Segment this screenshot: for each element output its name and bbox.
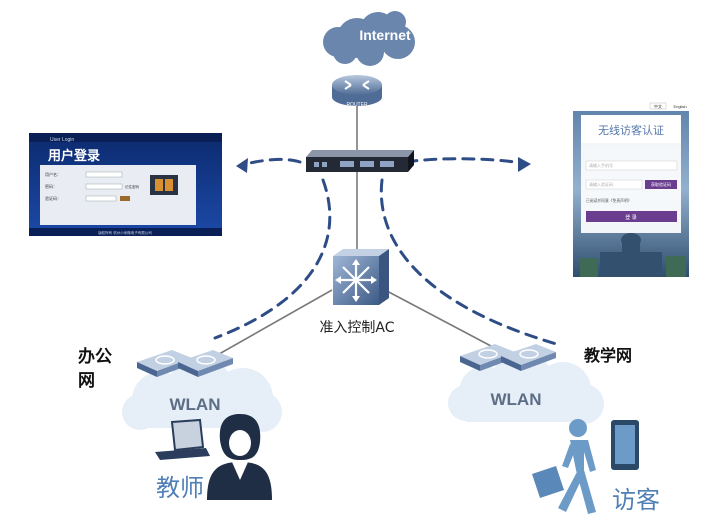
guest-auth-screen: 中文 English 无线访客认证 请输入手机号 请输入验证码 获取验证码 已阅… bbox=[573, 101, 689, 277]
teaching-access-point-icons bbox=[460, 344, 556, 371]
guest-code-placeholder: 请输入验证码 bbox=[589, 181, 613, 187]
office-wlan-label: WLAN bbox=[170, 395, 221, 414]
office-network-label-line2: 网 bbox=[78, 371, 95, 391]
login-field-captcha: 验证码： bbox=[45, 195, 61, 201]
dashed-path-teaching bbox=[379, 178, 562, 347]
teaching-wlan-label: WLAN bbox=[491, 390, 542, 409]
guest-phone-placeholder: 请输入手机号 bbox=[589, 162, 613, 168]
user-login-screen: User Login 用户登录 用户名： 密码： 记住密码 验证码： 版权所有 … bbox=[29, 133, 222, 236]
access-point-icon bbox=[178, 350, 233, 377]
guest-lang-cn: 中文 bbox=[654, 103, 662, 109]
login-captcha-image bbox=[120, 196, 130, 201]
briefcase-icon bbox=[532, 466, 564, 498]
laptop-icon bbox=[155, 418, 210, 460]
dashed-path-office bbox=[213, 178, 332, 340]
arrow-head-right bbox=[518, 157, 531, 172]
dashed-arrow-left bbox=[240, 157, 302, 167]
login-footer: 版权所有 杭州小米微电子有限公司 bbox=[98, 230, 152, 235]
office-network-label-line1: 办公 bbox=[78, 346, 112, 367]
guest-get-code: 获取验证码 bbox=[651, 181, 671, 187]
teacher-person-icon bbox=[207, 414, 272, 500]
login-remember: 记住密码 bbox=[125, 184, 139, 189]
login-field-password: 密码： bbox=[45, 183, 57, 189]
controller-label: 准入控制AC bbox=[319, 320, 394, 336]
teacher-label: 教师 bbox=[156, 474, 204, 502]
router-icon: ROUTER bbox=[332, 75, 382, 108]
gateway-device-icon bbox=[306, 150, 414, 172]
tablet-icon bbox=[611, 420, 639, 470]
campus-building-silhouette bbox=[580, 233, 686, 277]
office-access-point-icons bbox=[137, 350, 233, 377]
login-title: 用户登录 bbox=[47, 148, 100, 164]
office-wlan-cloud: WLAN bbox=[122, 356, 282, 432]
visitor-label: 访客 bbox=[612, 486, 660, 514]
login-button-area bbox=[150, 175, 178, 195]
router-label: ROUTER bbox=[346, 102, 368, 108]
access-point-icon bbox=[501, 344, 556, 371]
switch-to-teaching-line bbox=[384, 289, 509, 356]
internet-cloud: Internet bbox=[323, 11, 415, 66]
teaching-network-label: 教学网 bbox=[584, 346, 632, 365]
guest-title: 无线访客认证 bbox=[598, 123, 664, 137]
guest-lang-en: English bbox=[673, 104, 686, 109]
login-header: User Login bbox=[50, 137, 74, 143]
access-controller-icon: 准入控制AC bbox=[319, 249, 395, 336]
login-password-input bbox=[85, 183, 123, 190]
switch-to-office-line bbox=[204, 289, 333, 363]
login-captcha-input bbox=[85, 195, 117, 202]
arrow-head-left bbox=[236, 158, 248, 173]
guest-agree: 已阅读并同意《免责声明》 bbox=[586, 198, 632, 203]
dashed-arrow-right bbox=[404, 157, 524, 165]
login-username-input bbox=[85, 171, 123, 178]
connection-lines bbox=[204, 100, 509, 363]
internet-label: Internet bbox=[359, 27, 411, 43]
login-field-username: 用户名： bbox=[45, 171, 61, 177]
teaching-wlan-cloud: WLAN bbox=[448, 350, 604, 424]
guest-login: 登 录 bbox=[625, 214, 637, 221]
auth-redirect-paths bbox=[213, 157, 562, 347]
visitor-person-icon bbox=[558, 419, 596, 514]
